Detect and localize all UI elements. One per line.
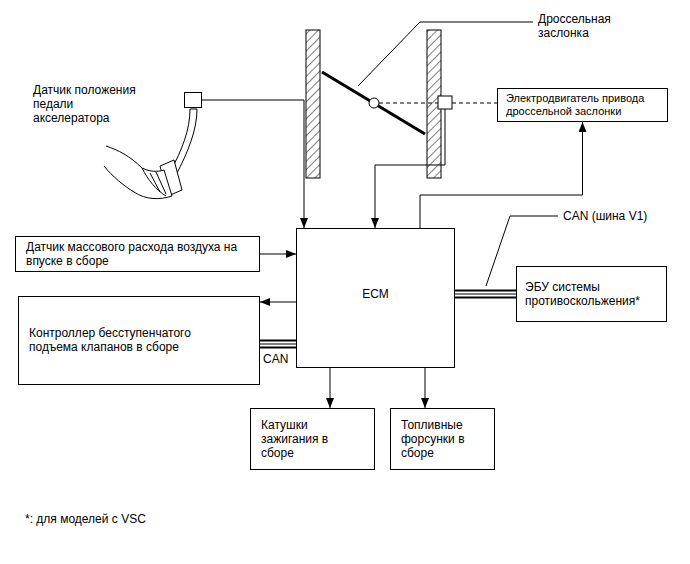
signal-line xyxy=(375,109,445,228)
signal-arrow xyxy=(260,254,296,255)
node-text: Контроллер бесступенчатого подъема клапа… xyxy=(29,326,214,354)
signal-arrow xyxy=(260,302,296,303)
motor-box: Электродвигатель привода дроссельной зас… xyxy=(497,88,668,122)
can-bus xyxy=(455,291,516,298)
signal-arrow xyxy=(202,100,304,228)
injector-box: Топливные форсунки в сборе xyxy=(390,408,495,470)
throttle-wall xyxy=(306,30,320,178)
motor-link xyxy=(452,103,497,104)
footnote: *: для моделей с VSC xyxy=(25,512,146,526)
sensor-box: Датчик массового расхода воздуха на впус… xyxy=(15,236,260,272)
bus-label: CAN (шина V1) xyxy=(563,209,647,223)
coil-box: Катушки зажигания в сборе xyxy=(250,408,375,470)
can-bus xyxy=(260,341,296,348)
node-text: Катушки зажигания в сборе xyxy=(261,418,333,460)
shoe-sole xyxy=(150,172,166,194)
node-text: ЭБУ системы противоскольжения* xyxy=(525,280,650,308)
shoe xyxy=(104,146,172,199)
shoe-sole xyxy=(142,168,166,196)
bus-label: CAN xyxy=(263,352,288,366)
throttle-position-sensor xyxy=(438,96,452,109)
controller-box: Контроллер бесступенчатого подъема клапа… xyxy=(18,296,260,385)
ecm-box: ECM xyxy=(296,228,455,368)
signal-arrow xyxy=(420,122,583,228)
node-text: Топливные форсунки в сборе xyxy=(401,418,473,460)
signal-arrow xyxy=(425,368,426,408)
part-label: Дроссельная заслонка xyxy=(538,12,638,40)
leader-line xyxy=(358,22,533,86)
throttle-shaft xyxy=(379,103,438,104)
node-text: Датчик положения педали акселератора xyxy=(33,83,145,125)
node-text: Электродвигатель привода дроссельной зас… xyxy=(506,92,656,118)
pedal-sensor: Датчик положения педали акселератора xyxy=(184,92,202,108)
node-text: Датчик массового расхода воздуха на впус… xyxy=(26,240,241,268)
throttle-pivot xyxy=(369,98,379,108)
signal-arrow xyxy=(330,368,331,408)
ecu-box: ЭБУ системы противоскольжения* xyxy=(516,266,667,322)
node-text: ECM xyxy=(297,287,454,301)
